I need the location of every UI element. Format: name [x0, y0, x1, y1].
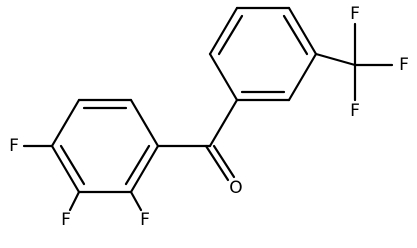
- atom-f-ortho: F: [140, 210, 150, 230]
- bond-r2-r3: [208, 6, 239, 56]
- bond-c5-f: [68, 190, 81, 212]
- bond-c6-f: [129, 190, 143, 212]
- bond-r4-r5-inner: [282, 14, 309, 56]
- bond-c3-c4: [50, 98, 81, 148]
- bond-c6-c1: [129, 144, 160, 194]
- bond-ring-cf3: [314, 52, 357, 67]
- trifluorophenyl-ring: [50, 98, 160, 194]
- bond-r5-r6: [287, 52, 318, 102]
- atom-cf3-f-right: F: [399, 55, 409, 75]
- bond-c6-c1-inner: [124, 144, 151, 186]
- trifluoromethylphenyl-ring: [208, 6, 318, 102]
- atom-f-para: F: [9, 136, 19, 156]
- atom-f-meta: F: [61, 210, 71, 230]
- bond-c1-c2: [129, 98, 160, 148]
- atom-cf3-f-top: F: [350, 4, 360, 24]
- bond-carbonyl-ring2: [208, 98, 239, 148]
- bond-c4-c5-inner: [59, 144, 86, 186]
- atom-o-carbonyl: O: [229, 178, 242, 198]
- bond-r2-r3-inner: [217, 14, 244, 56]
- bond-r1-r2: [208, 52, 239, 102]
- atom-cf3-f-bottom: F: [350, 101, 360, 121]
- bond-c-o-2: [212, 144, 236, 179]
- bond-c-o-1: [204, 144, 230, 182]
- bond-r4-r5: [287, 6, 318, 56]
- bond-c4-c5: [50, 144, 81, 194]
